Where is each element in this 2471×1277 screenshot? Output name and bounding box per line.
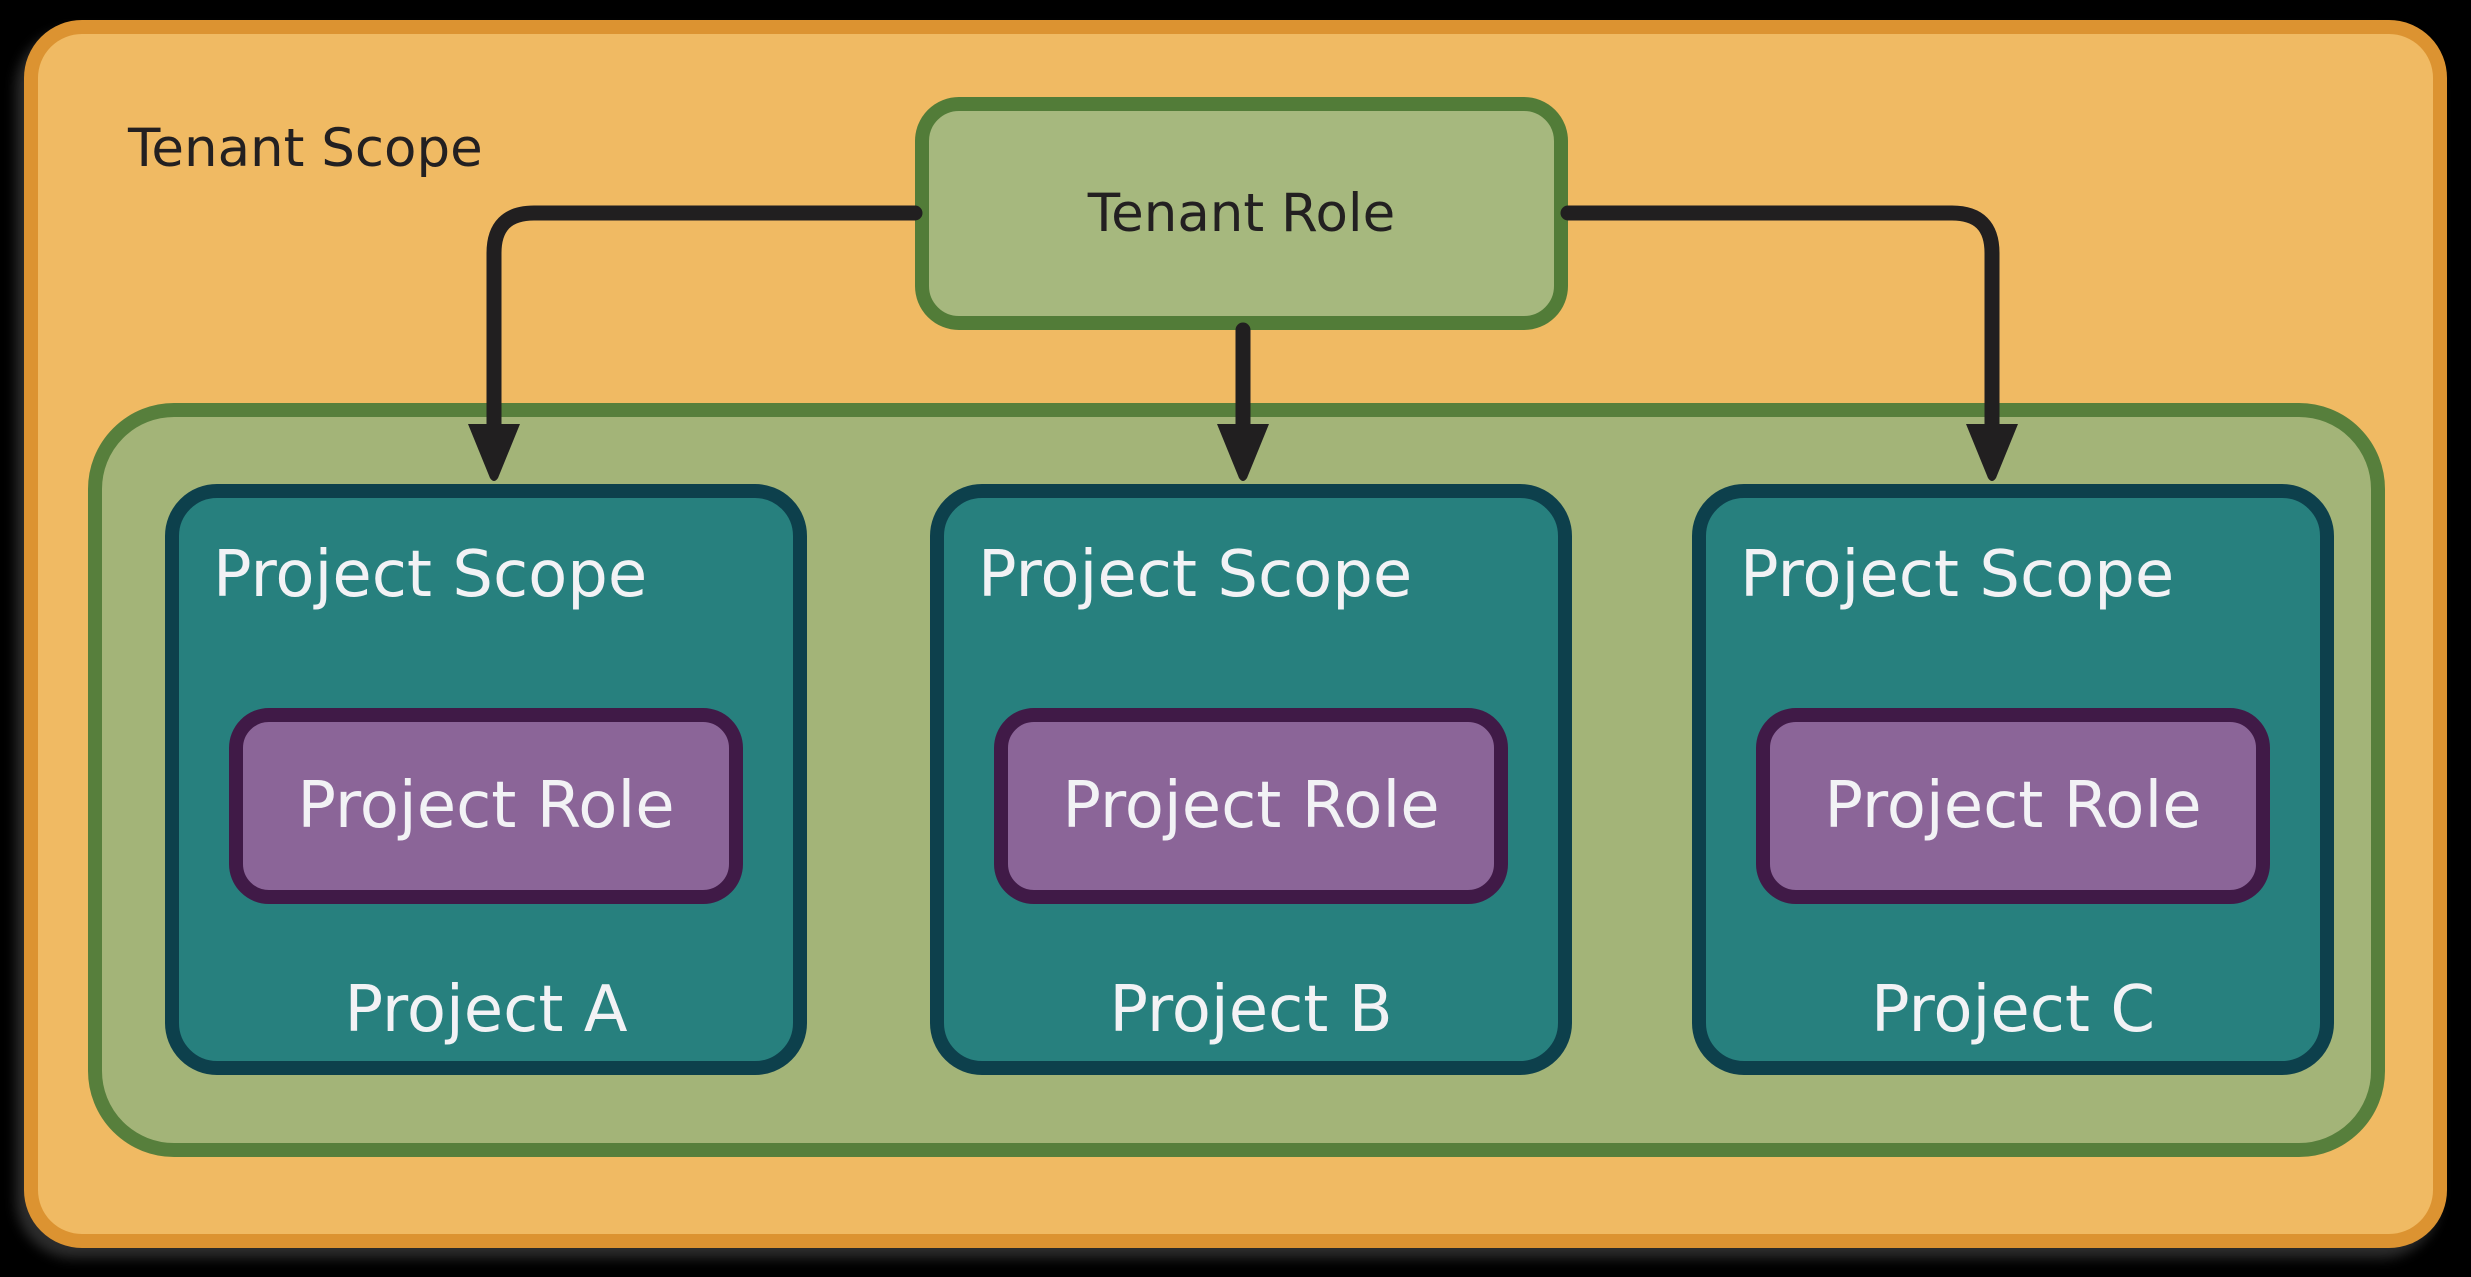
project-scope-box-a: Project Scope Project Role Project A <box>165 484 807 1075</box>
project-name-label-c: Project C <box>1871 973 2155 1047</box>
project-scope-box-c: Project Scope Project Role Project C <box>1692 484 2334 1075</box>
project-role-label: Project Role <box>1824 769 2202 843</box>
project-scope-label: Project Scope <box>213 538 648 612</box>
project-scope-label: Project Scope <box>1740 538 2175 612</box>
project-role-box-b: Project Role <box>994 708 1508 904</box>
project-role-box-c: Project Role <box>1756 708 2270 904</box>
project-name-label-b: Project B <box>1109 973 1393 1047</box>
project-name-label-a: Project A <box>344 973 628 1047</box>
project-role-label: Project Role <box>297 769 675 843</box>
tenant-role-label: Tenant Role <box>1087 183 1396 244</box>
project-role-box-a: Project Role <box>229 708 743 904</box>
tenant-scope-label: Tenant Scope <box>128 118 483 179</box>
project-container: Project Scope Project Role Project A Pro… <box>88 403 2385 1157</box>
project-scope-label: Project Scope <box>978 538 1413 612</box>
tenant-role-box: Tenant Role <box>915 97 1568 330</box>
project-role-label: Project Role <box>1062 769 1440 843</box>
project-scope-box-b: Project Scope Project Role Project B <box>930 484 1572 1075</box>
